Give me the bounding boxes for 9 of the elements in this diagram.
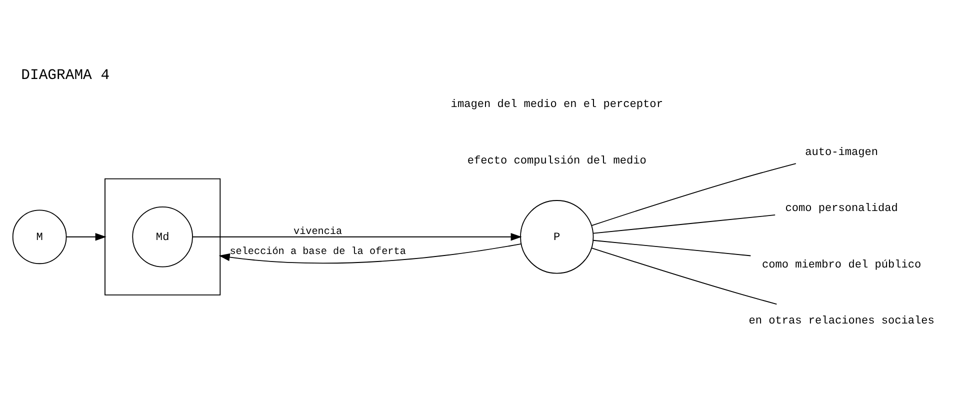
diagram-title: DIAGRAMA 4: [21, 68, 110, 84]
label: efecto compulsión del medio: [467, 155, 646, 168]
node-text: como personalidad: [785, 203, 898, 216]
node-text: en otras relaciones sociales: [748, 316, 934, 328]
node-text: auto-imagen: [805, 146, 878, 159]
node-text: como miembro del público: [762, 259, 922, 272]
edge-label: selección a base de la oferta: [230, 247, 406, 258]
edge-label: vivencia: [294, 226, 342, 238]
label: imagen del medio en el perceptor: [450, 99, 663, 112]
